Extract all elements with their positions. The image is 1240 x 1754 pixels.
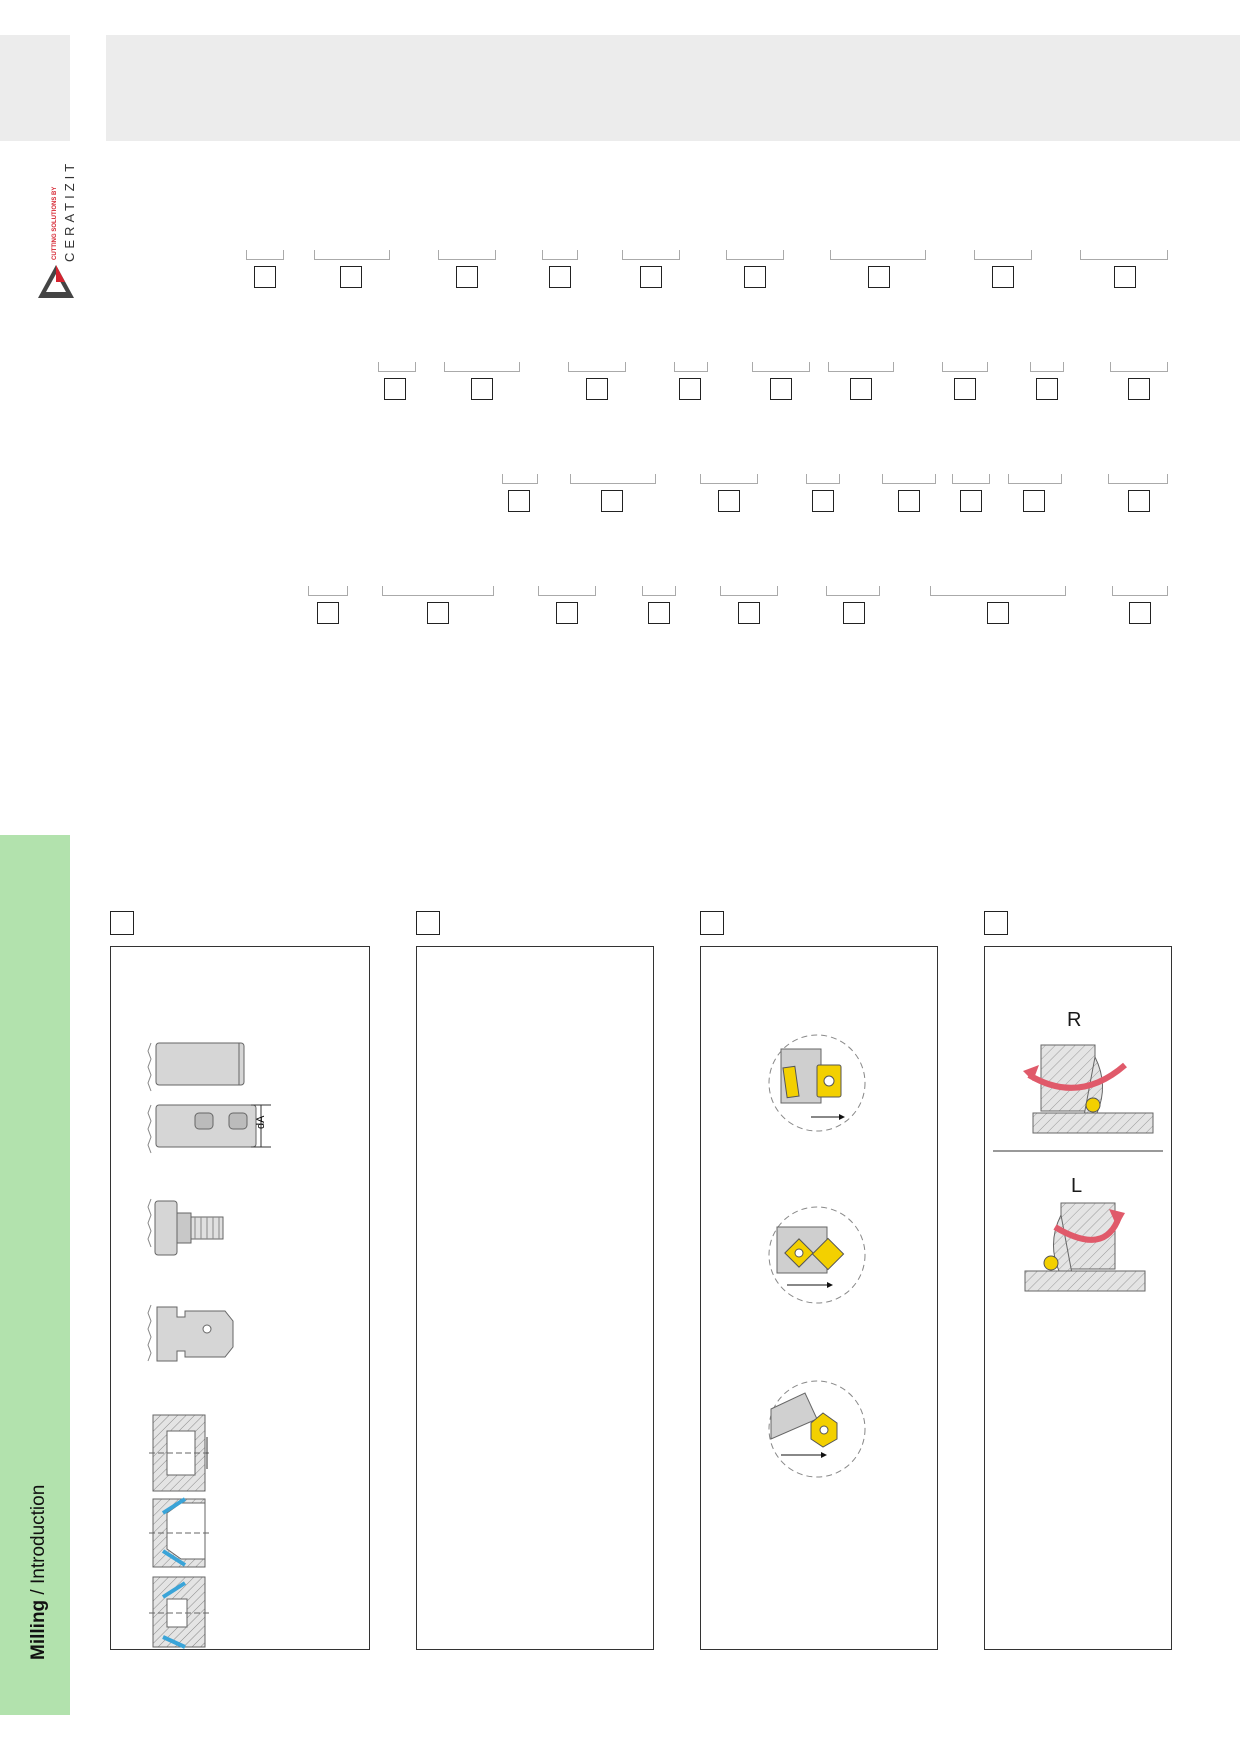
code-bracket [930,586,1066,596]
code-bracket [1112,586,1168,596]
code-field-box[interactable] [456,266,478,288]
panel-blank [416,946,654,1650]
code-bracket [674,362,708,372]
insert-position-circle-1 [768,1034,866,1132]
code-field-box[interactable] [850,378,872,400]
code-row-3 [0,474,1240,524]
panel-cutting-direction: R L [984,946,1172,1650]
logo-tagline: CUTTING SOLUTIONS BY [52,186,58,260]
left-hand-label: L [1071,1175,1083,1197]
right-hand-label: R [1067,1009,1082,1031]
insert-position-icon [768,1034,866,1478]
code-bracket [642,586,676,596]
code-field-box[interactable] [556,602,578,624]
insert-position-circle-2 [768,1206,866,1304]
code-bracket [1008,474,1062,484]
side-tab-top [0,35,70,141]
code-field-box[interactable] [898,490,920,512]
code-bracket [826,586,880,596]
section-label-bold: Milling [28,1599,49,1660]
code-bracket [828,362,894,372]
code-field-box[interactable] [384,378,406,400]
panel-insert-position [700,946,938,1650]
code-bracket [942,362,988,372]
code-bracket [314,250,390,260]
code-field-box[interactable] [340,266,362,288]
code-field-box[interactable] [868,266,890,288]
code-field-box[interactable] [471,378,493,400]
code-field-box[interactable] [954,378,976,400]
header-band [106,35,1240,141]
code-field-box[interactable] [508,490,530,512]
section-box-blank[interactable] [416,911,440,935]
code-bracket [1108,474,1168,484]
code-bracket [974,250,1032,260]
section-box-insert-position[interactable] [700,911,724,935]
logo-brand: CERATIZIT [62,159,77,262]
code-field-box[interactable] [427,602,449,624]
code-field-box[interactable] [738,602,760,624]
code-field-box[interactable] [812,490,834,512]
code-bracket [1080,250,1168,260]
code-field-box[interactable] [317,602,339,624]
code-bracket [720,586,778,596]
section-side-tab [0,835,70,1715]
code-bracket [542,250,578,260]
code-row-4 [0,586,1240,636]
section-label: Milling / Introduction [28,1485,50,1660]
insert-position-circle-3 [768,1380,866,1478]
code-field-box[interactable] [679,378,701,400]
code-bracket [382,586,494,596]
code-field-box[interactable] [1114,266,1136,288]
code-field-box[interactable] [586,378,608,400]
logo-mark-icon [38,265,74,298]
section-label-rest: / Introduction [28,1484,49,1600]
code-bracket [568,362,626,372]
code-bracket [1030,362,1064,372]
code-field-box[interactable] [601,490,623,512]
code-field-box[interactable] [1023,490,1045,512]
code-field-box[interactable] [648,602,670,624]
dimension-label: dA [255,1115,267,1129]
code-field-box[interactable] [987,602,1009,624]
cutting-direction-icon [993,1044,1163,1292]
code-field-box[interactable] [1128,378,1150,400]
shank-types-icon: dA [147,1042,271,1649]
code-field-box[interactable] [843,602,865,624]
code-bracket [726,250,784,260]
code-bracket [752,362,810,372]
code-bracket [882,474,936,484]
code-bracket [246,250,284,260]
code-bracket [806,474,840,484]
code-field-box[interactable] [718,490,740,512]
ceratizit-logo: CUTTING SOLUTIONS BY CERATIZIT [30,150,80,300]
code-field-box[interactable] [254,266,276,288]
code-field-box[interactable] [770,378,792,400]
code-bracket [378,362,416,372]
code-bracket [308,586,348,596]
section-box-cutting-direction[interactable] [984,911,1008,935]
code-field-box[interactable] [640,266,662,288]
code-field-box[interactable] [992,266,1014,288]
code-bracket [444,362,520,372]
code-bracket [502,474,538,484]
code-bracket [538,586,596,596]
code-row-1 [0,250,1240,300]
code-bracket [570,474,656,484]
code-bracket [830,250,926,260]
code-field-box[interactable] [960,490,982,512]
code-row-2 [0,362,1240,412]
code-bracket [622,250,680,260]
section-box-shank[interactable] [110,911,134,935]
code-field-box[interactable] [1129,602,1151,624]
code-field-box[interactable] [1036,378,1058,400]
panel-shank-types: dA [110,946,370,1650]
code-bracket [438,250,496,260]
code-bracket [952,474,990,484]
code-field-box[interactable] [1128,490,1150,512]
code-bracket [1110,362,1168,372]
code-bracket [700,474,758,484]
code-field-box[interactable] [549,266,571,288]
code-field-box[interactable] [744,266,766,288]
